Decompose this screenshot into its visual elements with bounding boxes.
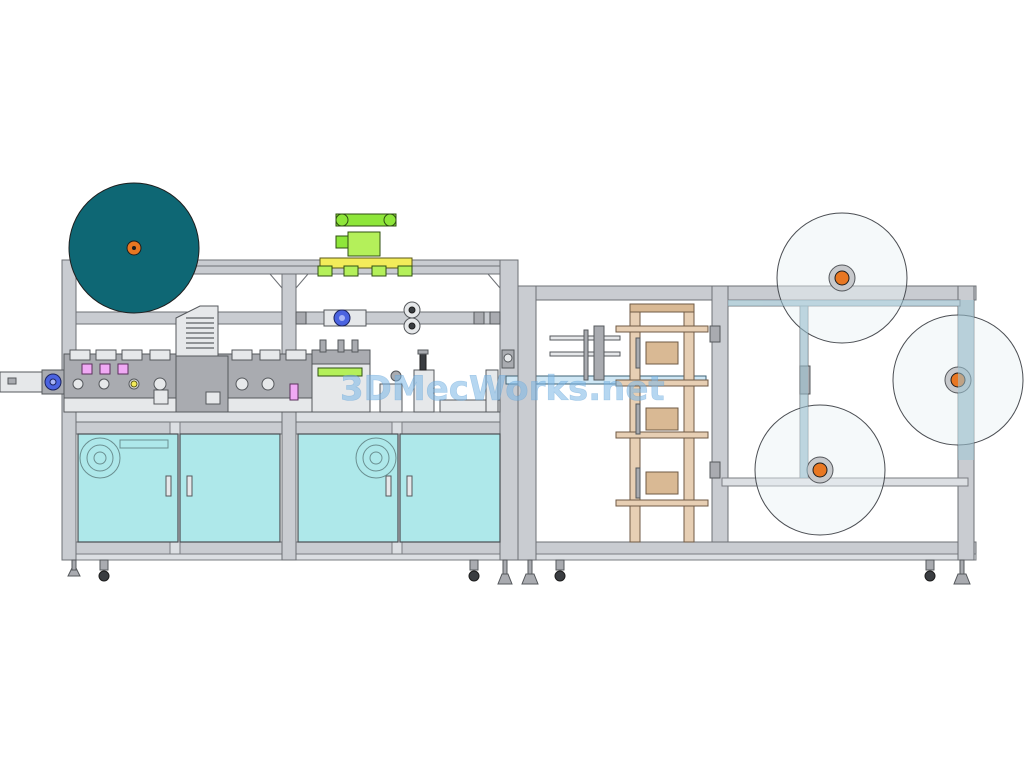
caster-wheel xyxy=(554,570,566,582)
mask-stack xyxy=(645,407,679,431)
left-feet xyxy=(67,559,513,585)
roller xyxy=(153,377,167,391)
press-unit xyxy=(311,339,501,413)
mask-stack xyxy=(645,341,679,365)
pink-pad xyxy=(117,363,129,375)
door-panel xyxy=(77,433,179,543)
caster-wheel xyxy=(924,570,936,582)
beam-mechanisms xyxy=(295,301,501,335)
roller xyxy=(235,377,249,391)
pink-pad xyxy=(99,363,111,375)
mask-stack xyxy=(645,471,679,495)
material-reel-bottom xyxy=(754,404,886,536)
roller xyxy=(130,380,138,388)
door-panel xyxy=(179,433,281,543)
right-frame-overlay xyxy=(728,300,974,478)
right-machine-frame xyxy=(517,285,977,561)
door-panel xyxy=(297,433,399,543)
roller xyxy=(98,378,110,390)
infeed-unit xyxy=(0,369,65,395)
motor-outline xyxy=(355,437,397,479)
door-panel xyxy=(399,433,501,543)
door-handle xyxy=(165,475,172,497)
left-cabinet-doors xyxy=(77,433,501,543)
door-handle xyxy=(406,475,413,497)
roller xyxy=(72,378,84,390)
door-handle xyxy=(186,475,193,497)
large-feed-reel xyxy=(68,182,200,314)
processing-stations xyxy=(63,305,317,413)
watermark-text: 3DMecWorks.net xyxy=(340,369,665,409)
mask-stacker xyxy=(615,303,709,543)
material-reel-top xyxy=(776,212,908,344)
door-handle xyxy=(385,475,392,497)
pink-pad xyxy=(81,363,93,375)
roller xyxy=(261,377,275,391)
right-feet xyxy=(521,559,971,585)
transfer-conveyor xyxy=(501,325,707,385)
pink-pad xyxy=(289,383,299,401)
motor-outline xyxy=(79,437,121,479)
top-drive-unit xyxy=(317,213,413,277)
caster-wheel xyxy=(98,570,110,582)
reel-hub xyxy=(834,270,850,286)
reel-hub xyxy=(812,462,828,478)
caster-wheel xyxy=(468,570,480,582)
